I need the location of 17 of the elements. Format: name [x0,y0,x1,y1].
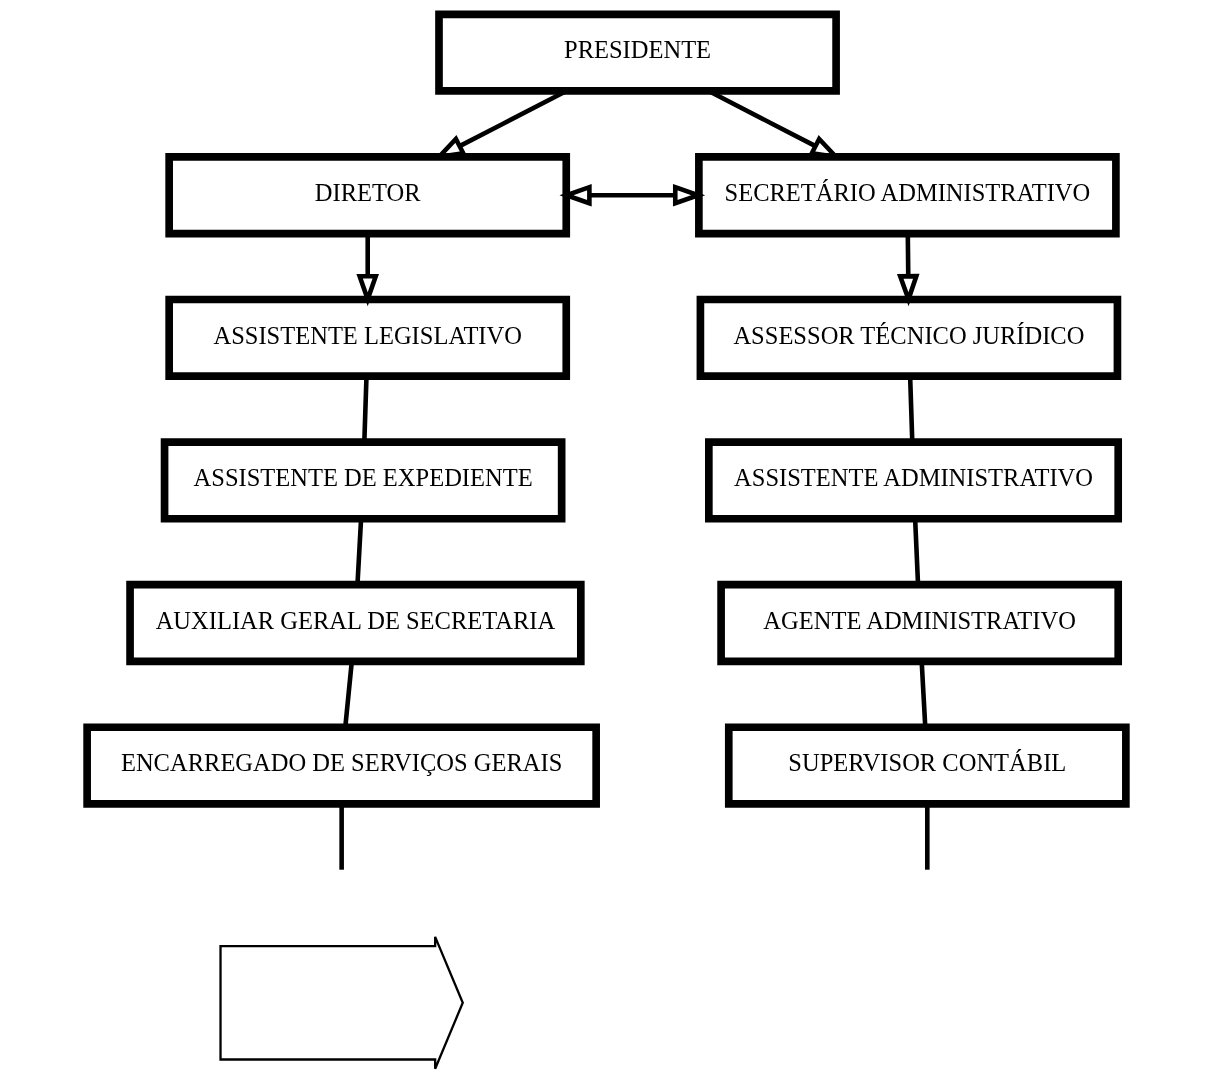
node-box: AUXILIAR GERAL DE SECRETARIA [126,580,585,666]
node-box: ENCARREGADO DE SERVIÇOS GERAIS [83,723,600,808]
node-box: ASSESSOR TÉCNICO JURÍDICO [696,295,1122,380]
node-box: ASSISTENTE DE EXPEDIENTE [160,438,566,523]
arrow [896,234,920,307]
node-arrow [219,935,464,1070]
node-box: SUPERVISOR CONTÁBIL [724,723,1130,808]
node-box: ASSISTENTE ADMINISTRATIVO [705,438,1123,523]
connector [339,804,344,870]
node-box: DIRETOR [165,153,571,238]
node-box: SECRETÁRIO ADMINISTRATIVO [695,153,1120,238]
node-box: AGENTE ADMINISTRATIVO [717,580,1123,666]
node-box: PRESIDENTE [435,10,840,95]
arrow [356,234,379,307]
node-box: ASSISTENTE LEGISLATIVO [165,295,571,380]
connector [925,804,930,870]
arrow [559,183,706,207]
